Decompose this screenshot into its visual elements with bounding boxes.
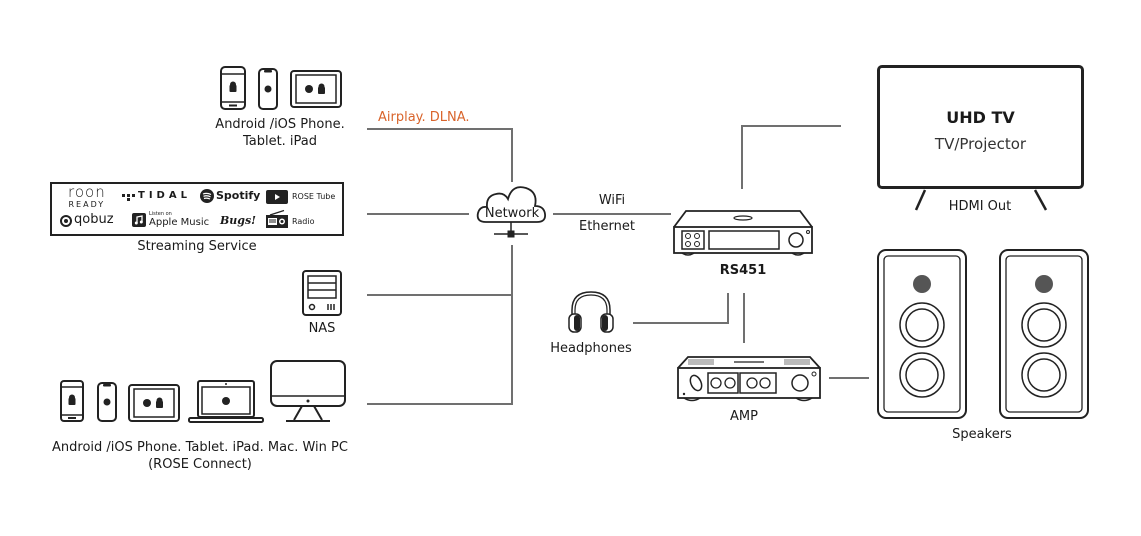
computer-devices-group — [60, 360, 350, 430]
rs451-device-icon — [673, 210, 813, 256]
connector-rs451-amp — [743, 293, 745, 343]
rose-tube-logo: ROSE Tube — [292, 192, 336, 201]
roon-text: roon — [68, 183, 106, 201]
ethernet-label: Ethernet — [579, 219, 635, 234]
qobuz-icon — [60, 215, 72, 227]
iphone-icon — [97, 382, 117, 422]
computers-label-line1: Android /iOS Phone. Tablet. iPad. Mac. W… — [52, 440, 348, 455]
connector-network-top — [511, 128, 513, 182]
apple-music-logo: Apple Music — [149, 217, 210, 228]
connector-network-bottom — [511, 245, 513, 405]
tablet-icon — [128, 384, 180, 422]
android-phone-icon — [60, 380, 84, 422]
streaming-service-box: roon READY TIDAL Spotify ROSE Tube qobuz… — [50, 182, 344, 236]
ready-text: READY — [68, 200, 106, 209]
qobuz-logo: qobuz — [74, 212, 114, 227]
amp-device-icon — [677, 356, 821, 402]
rs451-label: RS451 — [719, 263, 767, 278]
connector-computers-network — [367, 403, 513, 405]
mobile-devices-group — [218, 66, 342, 110]
apple-music-icon — [132, 213, 146, 227]
spotify-icon — [200, 189, 214, 203]
connector-amp-speakers — [829, 377, 869, 379]
headphones-icon — [568, 291, 614, 333]
streaming-service-label: Streaming Service — [137, 239, 257, 254]
spotify-logo: Spotify — [216, 189, 261, 202]
connector-mobile-network — [367, 128, 513, 130]
rose-tube-icon — [266, 190, 288, 204]
amp-label: AMP — [730, 409, 758, 424]
android-phone-icon — [220, 66, 246, 110]
mobile-devices-label-line1: Android /iOS Phone. — [215, 117, 345, 132]
wifi-label: WiFi — [598, 193, 626, 208]
connector-nas-network — [367, 294, 513, 296]
network-cloud-icon — [476, 186, 546, 238]
nas-icon — [302, 270, 342, 316]
connector-rs451-tv-v — [741, 125, 743, 189]
connector-network-rs451 — [553, 213, 671, 215]
connector-headphones-h — [633, 322, 729, 324]
speakers-label: Speakers — [952, 427, 1012, 442]
connector-streaming-network — [367, 213, 469, 215]
airplay-dlna-label: Airplay. DLNA. — [378, 110, 470, 125]
tv-screen — [877, 65, 1084, 189]
nas-label: NAS — [308, 321, 336, 336]
tidal-logo: TIDAL — [138, 190, 191, 201]
tv-title: UHD TV — [946, 108, 1015, 127]
headphones-label: Headphones — [550, 341, 632, 356]
mobile-devices-label-line2: Tablet. iPad — [242, 134, 318, 149]
tv-subtitle: TV/Projector — [934, 135, 1027, 153]
hdmi-out-label: HDMI Out — [948, 199, 1012, 214]
computers-label-line2: (ROSE Connect) — [148, 457, 252, 472]
tidal-icon — [122, 194, 135, 201]
tv-stand-icon — [914, 189, 1048, 211]
tablet-icon — [290, 70, 342, 108]
radio-logo: Radio — [292, 217, 315, 226]
speaker-left-icon — [877, 249, 967, 419]
laptop-icon — [188, 380, 264, 423]
bugs-logo: Bugs! — [220, 214, 257, 227]
connector-rs451-tv-h — [741, 125, 841, 127]
radio-icon — [266, 209, 288, 228]
apple-music-listen-on: Listen on — [149, 211, 172, 217]
speaker-right-icon — [999, 249, 1089, 419]
connector-headphones-v — [727, 293, 729, 323]
iphone-icon — [258, 68, 278, 110]
roon-ready-logo: roon READY — [68, 183, 106, 210]
network-label: Network — [484, 206, 540, 221]
monitor-icon — [270, 360, 346, 422]
